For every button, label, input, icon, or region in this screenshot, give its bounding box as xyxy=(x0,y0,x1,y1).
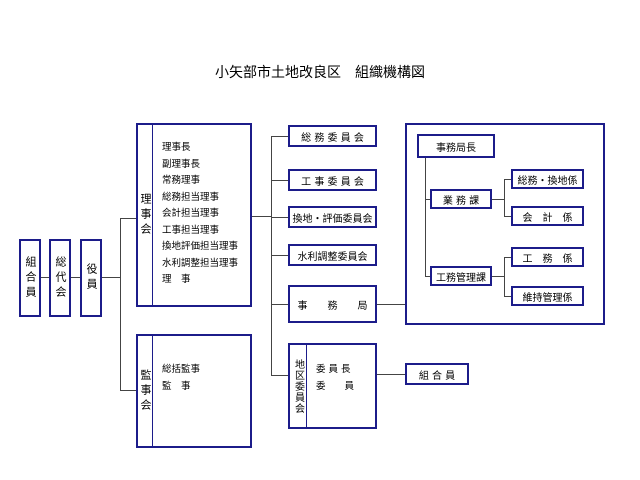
board-label: 理事会 xyxy=(139,192,152,238)
board-member: 会計担当理事 xyxy=(162,208,220,219)
board-member: 理事長 xyxy=(162,142,191,153)
auditors-members-list: 総括監事 監 事 xyxy=(162,362,200,395)
business-section-box: 会 計 係 xyxy=(511,206,584,226)
connector-line xyxy=(271,180,288,181)
members-box: 組合員 xyxy=(19,239,41,317)
office-chief-box: 事務局長 xyxy=(417,134,495,158)
engineering-section-box: 工 務 係 xyxy=(511,247,584,267)
connector-line xyxy=(504,179,511,180)
district-committee-divider xyxy=(306,345,307,427)
connector-line xyxy=(120,218,121,391)
connector-line xyxy=(120,390,136,391)
auditors-label: 監事会 xyxy=(139,368,152,414)
board-members-list: 理事長 副理事長 常務理事 総務担当理事 会計担当理事 工事担当理事 換地評価担… xyxy=(162,140,238,289)
water-coordination-committee: 水利調整委員会 xyxy=(288,244,377,266)
auditor-member: 総括監事 xyxy=(162,364,201,375)
connector-line xyxy=(102,277,120,278)
connector-line xyxy=(271,375,288,376)
board-member: 総務担当理事 xyxy=(162,191,220,203)
connector-line xyxy=(377,304,405,305)
board-box: 理事会 xyxy=(136,123,252,307)
district-committee-label: 地区委員会 xyxy=(292,358,304,414)
connector-line xyxy=(504,179,505,217)
board-member: 水利調整担当理事 xyxy=(162,257,239,269)
business-dept-box: 業 務 課 xyxy=(430,189,492,209)
auditor-member: 監 事 xyxy=(162,380,191,392)
replotting-valuation-committee: 換地・評価委員会 xyxy=(288,206,377,228)
connector-line xyxy=(425,276,430,277)
representatives-box: 総代会 xyxy=(49,239,71,317)
district-member: 委 員 xyxy=(316,380,355,392)
union-members-box: 組 合 員 xyxy=(405,363,469,385)
connector-line xyxy=(504,296,511,297)
auditors-divider xyxy=(152,336,153,446)
board-member: 常務理事 xyxy=(162,175,201,186)
connector-line xyxy=(71,277,80,278)
connector-line xyxy=(271,136,288,137)
connector-line xyxy=(271,136,272,376)
connector-line xyxy=(504,257,505,297)
construction-committee: 工 事 委 員 会 xyxy=(288,169,377,191)
secretariat-box: 事 務 局 xyxy=(288,285,377,323)
connector-line xyxy=(425,199,430,200)
connector-line xyxy=(504,257,511,258)
connector-line xyxy=(425,158,426,277)
board-member: 換地評価担当理事 xyxy=(162,241,239,252)
business-section-box: 総務・換地係 xyxy=(511,169,584,189)
connector-line xyxy=(252,216,272,217)
board-divider xyxy=(152,125,153,305)
district-committee-box: 地区委員会 xyxy=(288,343,377,429)
district-committee-members: 委 員 長 委 員 xyxy=(316,362,354,395)
auditors-box: 監事会 xyxy=(136,334,252,448)
board-member: 工事担当理事 xyxy=(162,224,220,236)
connector-line xyxy=(120,218,136,219)
connector-line xyxy=(492,276,504,277)
district-member: 委 員 長 xyxy=(316,364,351,375)
officers-box: 役員 xyxy=(80,239,102,317)
connector-line xyxy=(41,277,49,278)
board-member: 理 事 xyxy=(162,274,191,285)
engineering-section-box: 維持管理係 xyxy=(511,286,584,306)
connector-line xyxy=(271,304,288,305)
connector-line xyxy=(271,217,288,218)
connector-line xyxy=(377,374,405,375)
page-title: 小矢部市土地改良区 組織機構図 xyxy=(215,65,425,81)
board-member: 副理事長 xyxy=(162,158,201,170)
general-affairs-committee: 総 務 委 員 会 xyxy=(288,125,377,147)
engineering-dept-box: 工務管理課 xyxy=(430,266,492,286)
connector-line xyxy=(492,199,504,200)
connector-line xyxy=(271,255,288,256)
connector-line xyxy=(504,216,511,217)
